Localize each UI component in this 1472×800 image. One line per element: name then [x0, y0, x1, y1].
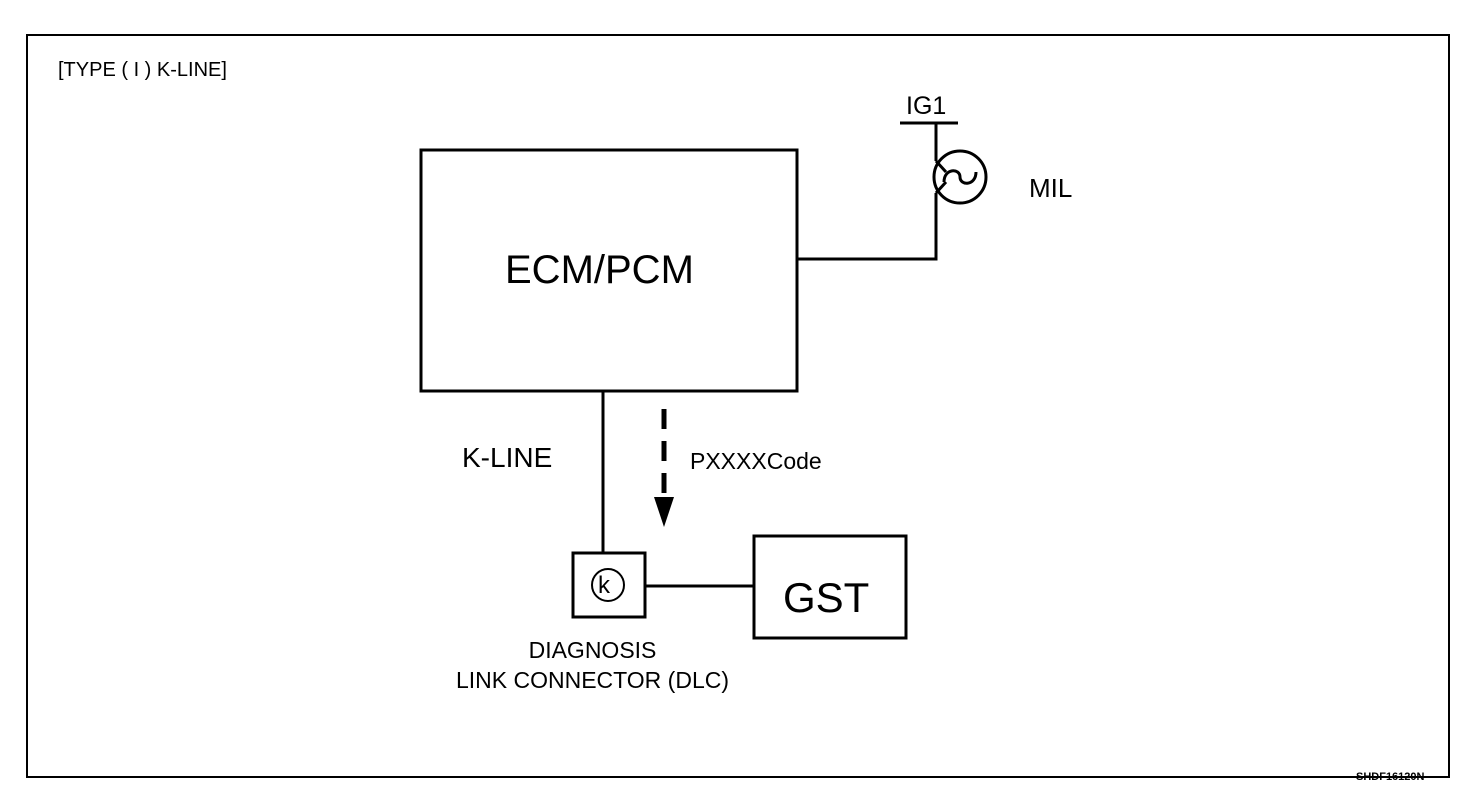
diagram-frame — [26, 34, 1450, 778]
dlc-label-line2: LINK CONNECTOR (DLC) — [455, 666, 730, 693]
dlc-k-symbol: k — [598, 572, 610, 599]
dlc-label: DIAGNOSIS LINK CONNECTOR (DLC) — [420, 636, 765, 696]
ecm-pcm-box — [419, 148, 799, 393]
diagram-type-label: [TYPE ( I ) K-LINE] — [58, 59, 227, 81]
mil-lamp-icon — [932, 149, 988, 205]
dlc-label-line1: DIAGNOSIS — [528, 637, 657, 663]
ig1-label: IG1 — [906, 92, 947, 120]
ecm-mil-wire — [797, 193, 938, 261]
code-flow-arrow — [654, 409, 674, 527]
reference-code: SHDF16120N — [1356, 771, 1425, 783]
dlc-k-circle — [591, 568, 625, 602]
k-line-label: K-LINE — [462, 442, 553, 473]
mil-label: MIL — [1029, 173, 1073, 203]
code-label: PXXXXCode — [690, 448, 822, 474]
gst-label: GST — [783, 574, 870, 621]
ecm-pcm-label: ECM/PCM — [505, 248, 694, 292]
